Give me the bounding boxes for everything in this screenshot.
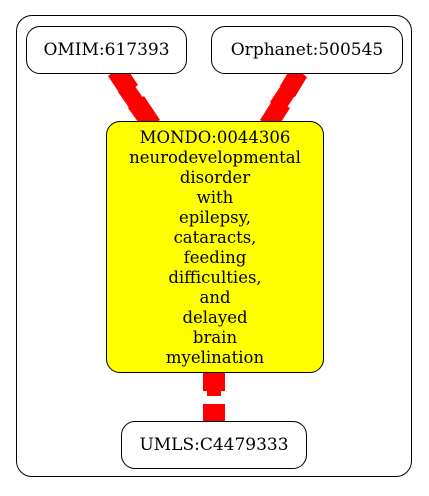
node-mondo-label-line: cataracts, [173,228,257,247]
edge-mondo-umls-segment-1 [203,367,225,391]
node-mondo-label-line: brain [192,328,238,347]
graph-cluster-boundary [16,15,412,477]
node-mondo-label-line: neurodevelopmental [129,148,301,167]
node-mondo-label-line: myelination [165,348,265,367]
node-omim-label: OMIM:617393 [43,40,170,60]
node-mondo-label-line: delayed [182,308,248,327]
node-mondo-label-line: feeding [183,248,247,267]
node-omim[interactable]: OMIM:617393 [26,26,187,74]
node-mondo-label-line: and [199,288,231,307]
node-mondo-label-line: epilepsy, [178,208,252,227]
node-mondo-label-line: with [196,188,234,207]
node-mondo-label-line: difficulties, [168,268,262,287]
node-umls[interactable]: UMLS:C4479333 [121,421,307,469]
node-mondo[interactable]: MONDO:0044306 neurodevelopmental disorde… [106,121,324,373]
node-orphanet-label: Orphanet:500545 [230,40,384,60]
node-orphanet[interactable]: Orphanet:500545 [211,26,403,74]
edge-mondo-umls-segment-2 [207,388,221,396]
node-mondo-label-line: disorder [179,168,251,187]
node-umls-label: UMLS:C4479333 [139,435,289,455]
node-mondo-id: MONDO:0044306 [139,128,291,147]
